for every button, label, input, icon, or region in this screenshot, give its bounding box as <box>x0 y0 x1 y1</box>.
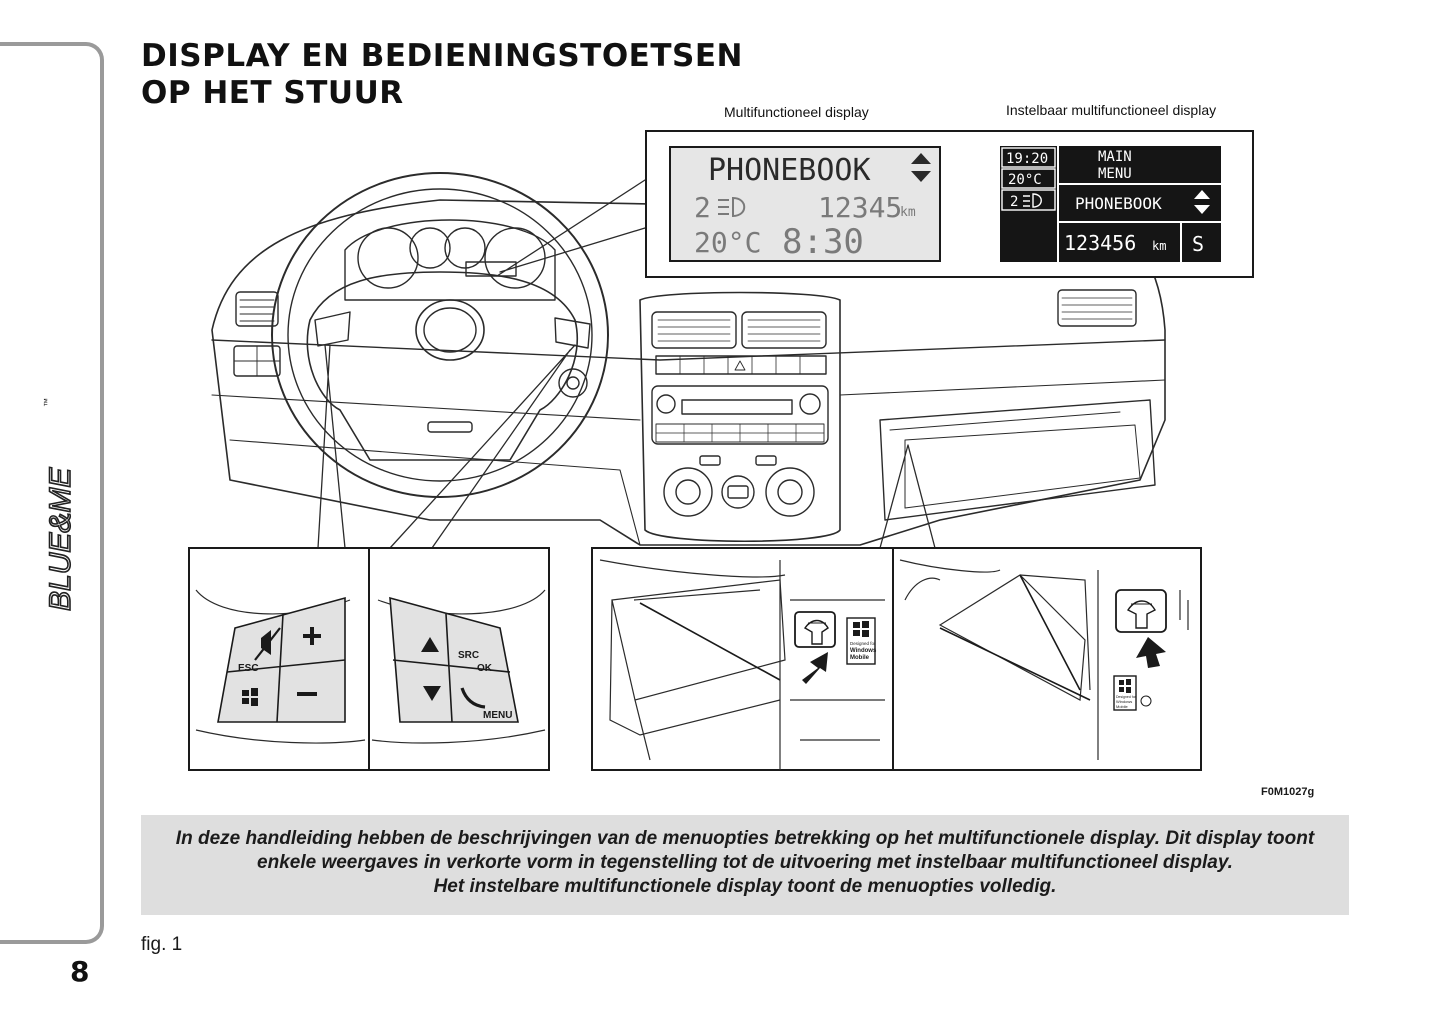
headlight-level-icon <box>718 196 746 218</box>
multi-display-time: 8:30 <box>782 222 864 262</box>
recirculation-button <box>755 455 777 466</box>
badge-left-line-2: Windows <box>850 648 877 654</box>
glovebox <box>879 399 1156 521</box>
blue-and-me-logo-text: BLUE&ME <box>44 467 77 611</box>
blue-and-me-logo: BLUE&ME ™ <box>42 398 78 612</box>
note-line-1: In deze handleiding hebben de beschrijvi… <box>175 828 1315 849</box>
config-display-gear: 2 <box>1010 194 1018 210</box>
config-display-odometer-unit: km <box>1152 239 1166 253</box>
tachometer <box>357 227 419 289</box>
multi-display-odometer: 12345 <box>818 191 902 224</box>
page-title-line-1: DISPLAY EN BEDIENINGSTOETSEN <box>141 38 743 74</box>
figure-caption: fig. 1 <box>141 934 183 955</box>
esc-label: ESC <box>238 663 259 674</box>
radio-unit <box>651 385 829 445</box>
windows-mobile-badge-left: Designed for Windows Mobile <box>846 617 877 665</box>
multi-display-odometer-unit: km <box>900 205 916 220</box>
src-label: SRC <box>458 650 479 661</box>
climate-knob-center <box>721 475 755 509</box>
config-display-scroll-arrows-icon <box>1194 190 1210 214</box>
badge-left-line-3: Mobile <box>850 655 870 661</box>
multi-display-menu-item: PHONEBOOK <box>708 153 871 188</box>
page-number: 8 <box>70 955 90 988</box>
note-line-2: enkele weergaves in verkorte vorm in teg… <box>257 852 1233 873</box>
note-box: In deze handleiding hebben de beschrijvi… <box>141 815 1349 915</box>
usb-port-right <box>1115 589 1167 633</box>
usb-pointer-arrow-right-icon <box>1136 637 1166 668</box>
center-vent-left <box>651 311 737 349</box>
config-display-temperature: 20°C <box>1008 172 1042 188</box>
config-display-mode: S <box>1192 232 1204 256</box>
right-air-vent <box>1057 289 1137 327</box>
right-spoke-buttons <box>554 317 591 349</box>
page-title: DISPLAY EN BEDIENINGSTOETSEN OP HET STUU… <box>141 38 743 112</box>
multi-display-gear: 2 <box>694 191 711 224</box>
multi-display-temperature: 20°C <box>694 226 761 259</box>
usb-port-detail: Designed for Windows Mobile Designed for… <box>591 547 1202 771</box>
config-display-time: 19:20 <box>1006 151 1048 167</box>
radio-volume-knob <box>656 394 676 414</box>
center-vent-right <box>741 311 827 349</box>
center-console <box>639 291 841 542</box>
ignition-lock <box>558 368 588 398</box>
windows-voice-icon <box>242 688 258 706</box>
trademark-symbol: ™ <box>42 398 52 407</box>
dashboard-lower-left <box>229 439 641 546</box>
steering-wheel-inner-rim <box>287 188 593 482</box>
radio-navigation-pad <box>799 393 821 415</box>
badge-right-line-3: Mobile <box>1116 704 1129 709</box>
label-configurable-display: Instelbaar multifunctioneel display <box>1006 102 1217 118</box>
config-display-menu-item: PHONEBOOK <box>1075 194 1162 213</box>
dashboard-upper-edge <box>211 339 1166 361</box>
multifunctional-display: PHONEBOOK 2 12345 km 20°C 8:30 <box>669 146 941 262</box>
small-gauge-left <box>409 227 451 269</box>
steering-controls-detail: ESC SRC OK MENU <box>188 547 550 771</box>
left-air-vent <box>235 291 279 327</box>
steering-wheel-hub <box>306 271 579 461</box>
small-gauge-right <box>444 227 486 269</box>
rear-defrost-button <box>699 455 721 466</box>
dashboard-trim-right <box>839 379 1166 396</box>
config-display-header-line-2: MENU <box>1098 166 1132 182</box>
badge-left-line-1: Designed for <box>850 641 876 646</box>
climate-knob-left <box>663 467 713 517</box>
config-display-header-line-1: MAIN <box>1098 149 1132 165</box>
left-spoke-buttons <box>314 311 351 347</box>
page-side-frame <box>0 42 104 944</box>
badge-right-line-2: Windows <box>1116 699 1132 704</box>
label-multifunctional-display: Multifunctioneel display <box>724 104 869 120</box>
note-line-3: Het instelbare multifunctionele display … <box>433 876 1057 897</box>
climate-knob-right <box>765 467 815 517</box>
usb-pointer-arrow-left-icon <box>802 652 828 684</box>
windows-mobile-badge-right: Designed for Windows Mobile <box>1113 675 1137 711</box>
badge-right-line-1: Designed for <box>1116 695 1137 699</box>
configurable-display: 19:20 20°C 2 MAIN MENU PHONEBOOK 123456 … <box>1000 146 1221 262</box>
figure-code: F0M1027g <box>1261 786 1315 798</box>
radio-display <box>681 399 793 415</box>
usb-port-left <box>794 611 836 648</box>
menu-label: MENU <box>483 710 512 721</box>
dashboard-trim-left <box>211 394 641 421</box>
instrument-cluster <box>344 219 556 301</box>
arrow-up-icon <box>421 637 439 652</box>
config-display-odometer: 123456 <box>1064 231 1136 255</box>
arrow-down-icon <box>423 686 441 701</box>
hazard-icon <box>734 360 746 371</box>
mute-icon <box>254 627 281 661</box>
hub-slot <box>427 421 473 433</box>
steering-wheel-rim <box>271 172 609 498</box>
cluster-display <box>465 261 517 277</box>
phone-icon <box>460 687 486 709</box>
ok-label: OK <box>477 663 493 674</box>
page-title-line-2: OP HET STUUR <box>141 75 404 111</box>
hazard-switch-row <box>655 355 827 375</box>
volume-up-icon <box>303 627 321 645</box>
config-headlight-level-icon <box>1023 193 1042 208</box>
multi-display-scroll-arrows-icon <box>911 153 931 182</box>
